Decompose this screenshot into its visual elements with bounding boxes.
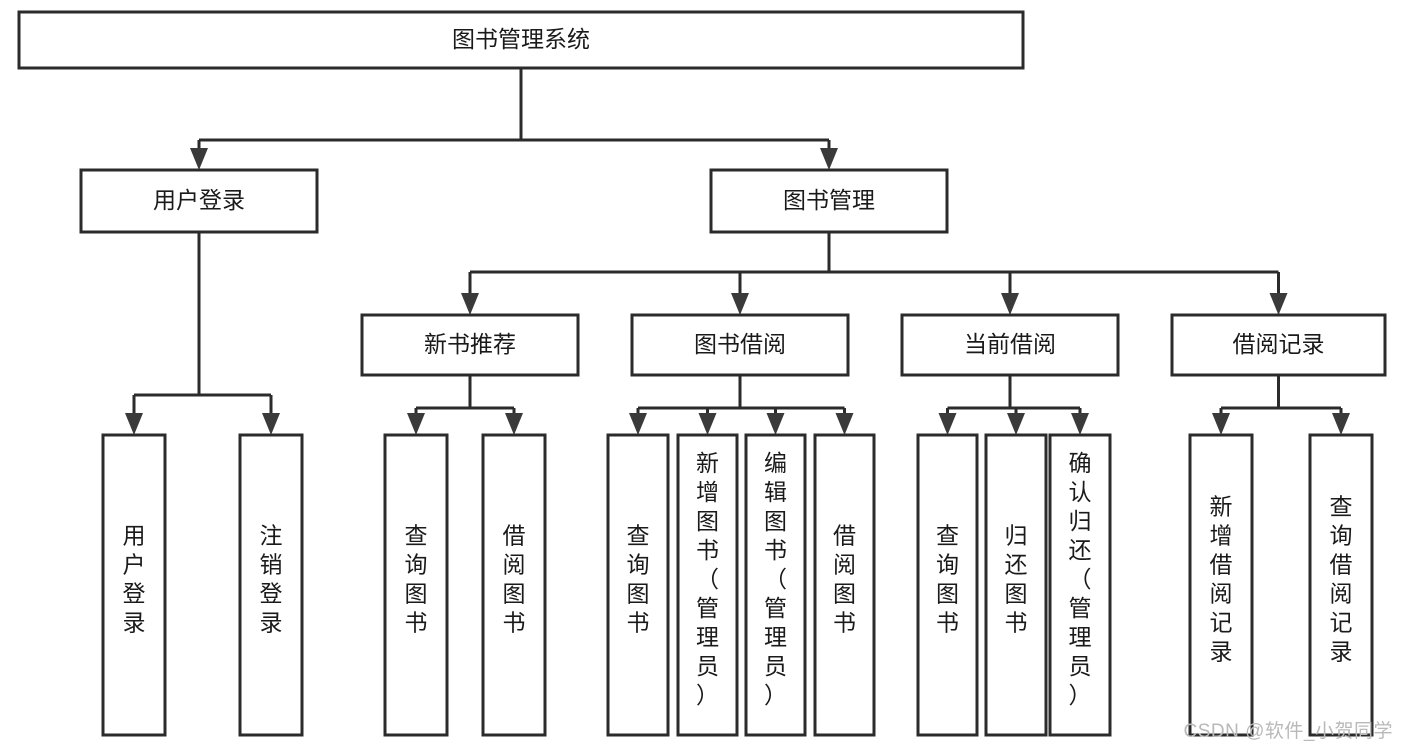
node-box[interactable] xyxy=(1188,433,1254,737)
arrow-head-icon xyxy=(766,413,785,435)
node-box[interactable] xyxy=(17,10,1025,70)
node-label: 归还图书 xyxy=(1005,523,1028,636)
node-leaf-4[interactable]: 查询图书 xyxy=(606,433,670,737)
arrow-head-icon xyxy=(1071,413,1089,435)
arrow-head-icon xyxy=(125,413,143,435)
arrow-head-icon xyxy=(698,413,717,435)
node-leaf-2[interactable]: 查询图书 xyxy=(383,433,449,737)
node-box[interactable] xyxy=(744,433,807,737)
watermark-label: CSDN @软件_小贺同学 xyxy=(1183,721,1393,742)
node-leaf-11[interactable]: 新增借阅记录 xyxy=(1188,433,1254,737)
node-box[interactable] xyxy=(1308,433,1374,737)
arrow-head-icon xyxy=(1332,413,1350,435)
node-label: 借阅图书 xyxy=(503,523,526,636)
node-level3-2[interactable]: 当前借阅 xyxy=(900,313,1120,377)
node-leaf-0[interactable]: 用户登录 xyxy=(101,433,167,737)
node-box[interactable] xyxy=(606,433,670,737)
node-box[interactable] xyxy=(481,433,547,737)
arrow-head-icon xyxy=(1001,293,1019,315)
node-box[interactable] xyxy=(709,168,949,234)
node-leaf-5[interactable]: 新增图书（管理员） xyxy=(676,433,739,737)
node-level2-1[interactable]: 图书管理 xyxy=(709,168,949,234)
arrow-head-icon xyxy=(938,413,957,435)
arrow-head-icon xyxy=(835,413,854,435)
node-box[interactable] xyxy=(630,313,850,377)
node-box[interactable] xyxy=(101,433,167,737)
arrow-head-icon xyxy=(407,413,425,435)
node-box[interactable] xyxy=(383,433,449,737)
node-label: 查询图书 xyxy=(936,523,959,636)
node-label: 新书推荐 xyxy=(424,331,516,357)
node-label: 新增图书（管理员） xyxy=(696,450,719,708)
arrow-head-icon xyxy=(190,148,208,170)
arrow-head-icon xyxy=(262,413,280,435)
node-box[interactable] xyxy=(79,168,319,234)
node-level2-0[interactable]: 用户登录 xyxy=(79,168,319,234)
node-box[interactable] xyxy=(984,433,1048,737)
node-box[interactable] xyxy=(900,313,1120,377)
node-label: 新增借阅记录 xyxy=(1210,494,1233,665)
arrow-head-icon xyxy=(1007,413,1025,435)
node-label: 图书管理 xyxy=(783,187,875,213)
node-box[interactable] xyxy=(1048,433,1112,737)
node-leaf-9[interactable]: 归还图书 xyxy=(984,433,1048,737)
node-leaf-12[interactable]: 查询借阅记录 xyxy=(1308,433,1374,737)
node-box[interactable] xyxy=(676,433,739,737)
node-label: 借阅图书 xyxy=(833,523,856,636)
arrow-head-icon xyxy=(820,148,838,170)
node-level3-3[interactable]: 借阅记录 xyxy=(1170,313,1387,377)
node-label: 注销登录 xyxy=(260,523,283,636)
node-leaf-8[interactable]: 查询图书 xyxy=(916,433,979,737)
node-box[interactable] xyxy=(1170,313,1387,377)
node-box[interactable] xyxy=(238,433,304,737)
node-label: 用户登录 xyxy=(153,187,245,213)
node-level3-0[interactable]: 新书推荐 xyxy=(360,313,580,377)
node-label: 当前借阅 xyxy=(964,331,1056,357)
node-label: 借阅记录 xyxy=(1233,331,1325,357)
arrow-head-icon xyxy=(1269,293,1288,315)
node-label: 图书借阅 xyxy=(694,331,786,357)
node-leaf-3[interactable]: 借阅图书 xyxy=(481,433,547,737)
node-label: 图书管理系统 xyxy=(452,26,590,52)
node-leaf-7[interactable]: 借阅图书 xyxy=(813,433,876,737)
node-leaf-6[interactable]: 编辑图书（管理员） xyxy=(744,433,807,737)
node-root-book-management-system[interactable]: 图书管理系统 xyxy=(17,10,1025,70)
arrow-head-icon xyxy=(505,413,523,435)
node-label: 查询图书 xyxy=(627,523,650,636)
node-box[interactable] xyxy=(360,313,580,377)
node-label: 用户登录 xyxy=(123,523,146,636)
node-label: 确认归还（管理员） xyxy=(1069,450,1092,708)
node-leaf-10[interactable]: 确认归还（管理员） xyxy=(1048,433,1112,737)
node-label: 查询借阅记录 xyxy=(1330,494,1353,665)
node-box[interactable] xyxy=(916,433,979,737)
arrow-head-icon xyxy=(731,293,749,315)
node-layer: 图书管理系统用户登录图书管理新书推荐图书借阅当前借阅借阅记录用户登录注销登录查询… xyxy=(17,10,1387,737)
arrow-head-icon xyxy=(1212,413,1230,435)
arrow-head-icon xyxy=(461,293,479,315)
node-label: 查询图书 xyxy=(405,523,428,636)
node-label: 编辑图书（管理员） xyxy=(764,450,787,708)
node-level3-1[interactable]: 图书借阅 xyxy=(630,313,850,377)
connector-layer xyxy=(125,68,1350,435)
node-leaf-1[interactable]: 注销登录 xyxy=(238,433,304,737)
arrow-head-icon xyxy=(629,413,647,435)
node-box[interactable] xyxy=(813,433,876,737)
